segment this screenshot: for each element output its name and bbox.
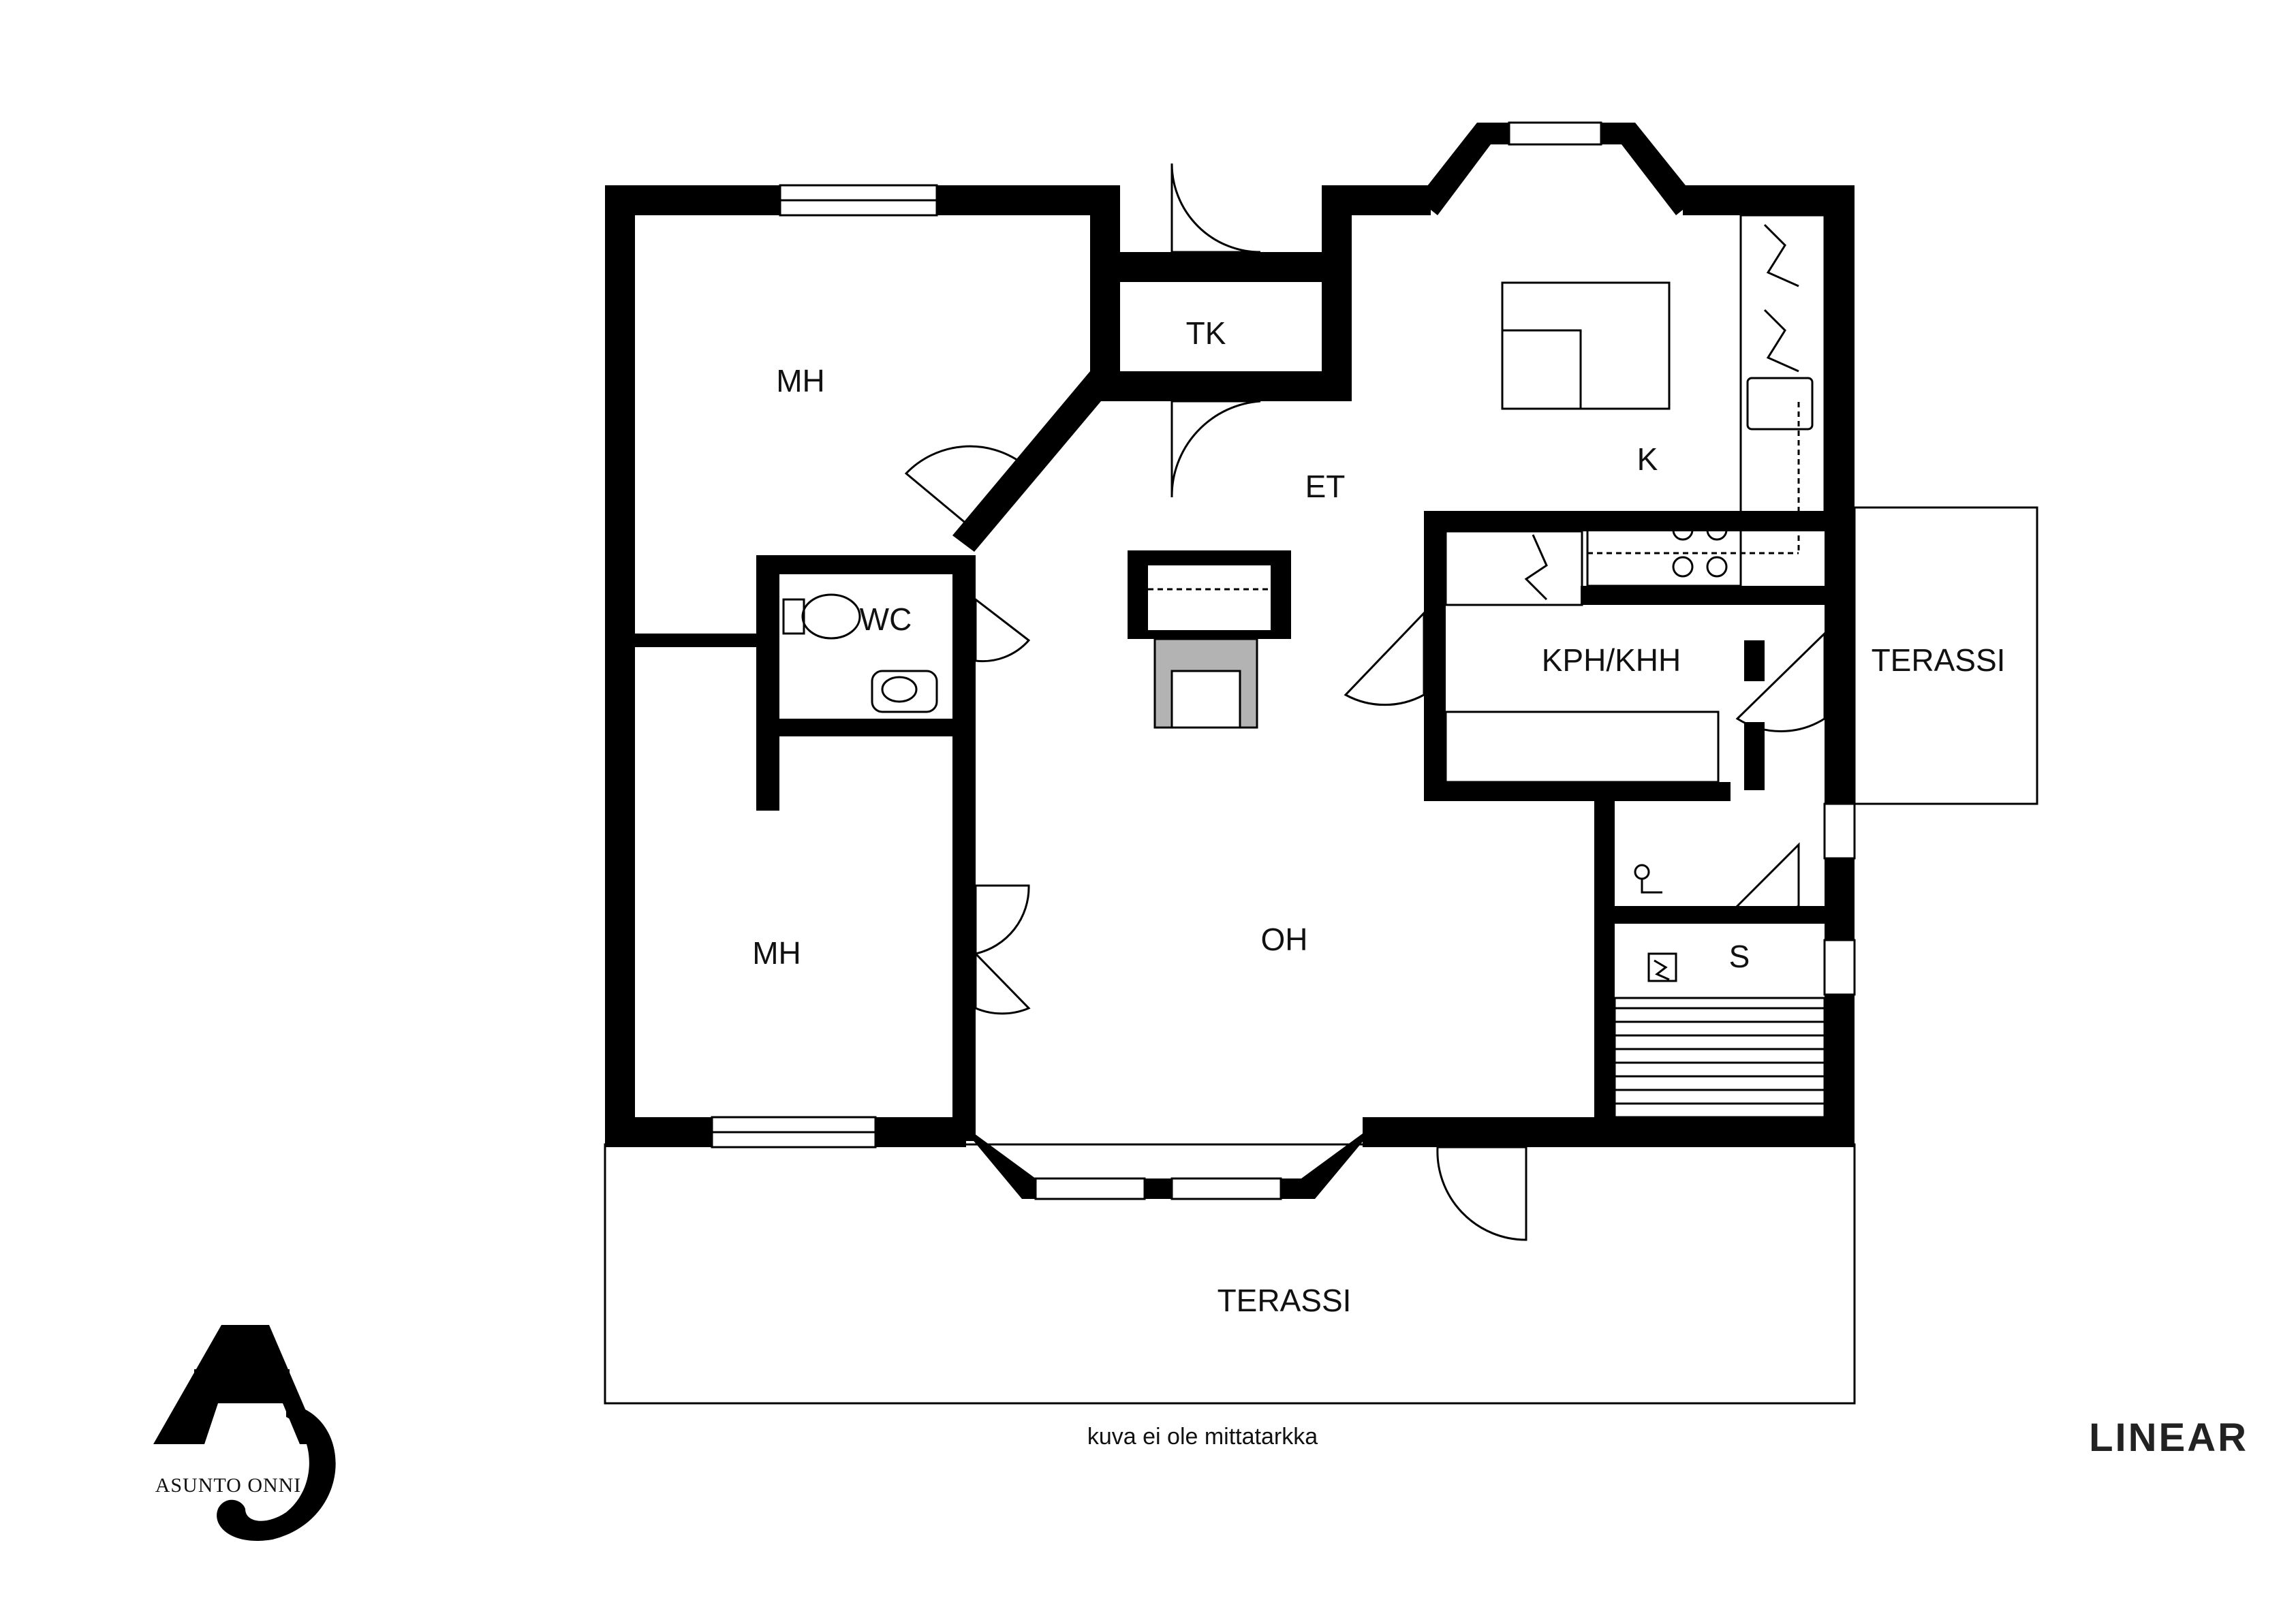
logo-text: ASUNTO ONNI — [155, 1474, 302, 1497]
room-label-mh-south: MH — [752, 935, 801, 971]
fridge-symbol — [1763, 223, 1799, 287]
linear-logo: LINEAR — [2089, 1416, 2248, 1460]
window — [1034, 1177, 1146, 1200]
door-entrance-south — [1436, 1146, 1527, 1241]
room-label-wc: WC — [860, 602, 912, 637]
room-label-terassi-east: TERASSI — [1872, 642, 2006, 678]
fridge-symbol — [1763, 309, 1799, 373]
room-label-et: ET — [1305, 469, 1346, 504]
door-mh2-b — [974, 951, 1031, 1015]
room-label-mh-north: MH — [776, 363, 825, 399]
door-s — [1735, 842, 1800, 916]
asunto-onni-logo: ASUNTO ONNI — [153, 1325, 336, 1541]
door-kph-east — [1735, 631, 1826, 732]
fireplace — [1128, 550, 1291, 729]
sauna-stove — [1647, 952, 1677, 982]
room-label-terassi-south: TERASSI — [1217, 1283, 1352, 1318]
door-kph-west — [1344, 610, 1425, 706]
interior-walls — [635, 371, 1840, 1141]
sauna-benches — [1613, 997, 1826, 1119]
stove-burner — [1706, 556, 1728, 578]
room-label-k: K — [1637, 441, 1658, 477]
kitchen-island — [1501, 281, 1671, 410]
door-tk-south — [1170, 400, 1261, 498]
door-mh2-a — [974, 884, 1030, 955]
door-tk-north — [1170, 163, 1261, 253]
room-label-oh: OH — [1261, 922, 1308, 957]
kitchen-fixtures — [1501, 214, 1826, 587]
scale-disclaimer: kuva ei ole mittatarkka — [1087, 1424, 1318, 1450]
counter — [1444, 710, 1720, 783]
window — [1170, 1177, 1282, 1200]
kitchen-counter — [1739, 214, 1826, 516]
windows — [711, 121, 1856, 1200]
door-wc — [974, 597, 1031, 663]
window — [1823, 802, 1856, 860]
room-label-kph-khh: KPH/KHH — [1542, 642, 1681, 678]
terrace-outlines — [604, 506, 2038, 1405]
cabinet — [1444, 530, 1583, 606]
doors — [904, 163, 1826, 1241]
room-label-s: S — [1729, 939, 1750, 974]
terrace-south — [604, 1143, 1856, 1405]
window — [1508, 121, 1602, 146]
stove-burner — [1706, 519, 1728, 541]
stove-burner — [1672, 519, 1694, 541]
door-mh1 — [904, 445, 1024, 527]
wc-fixtures — [782, 593, 938, 713]
room-labels: MH TK ET K WC KPH/KHH TERASSI MH OH S TE… — [752, 315, 2005, 1318]
bathroom-fixtures — [1444, 530, 1720, 982]
kitchen-sink — [1746, 377, 1814, 431]
toilet — [801, 593, 861, 640]
shower-head-icon — [1634, 864, 1662, 894]
room-label-tk: TK — [1186, 315, 1226, 351]
stove-burner — [1672, 556, 1694, 578]
window — [1823, 939, 1856, 996]
washbasin — [871, 670, 938, 713]
